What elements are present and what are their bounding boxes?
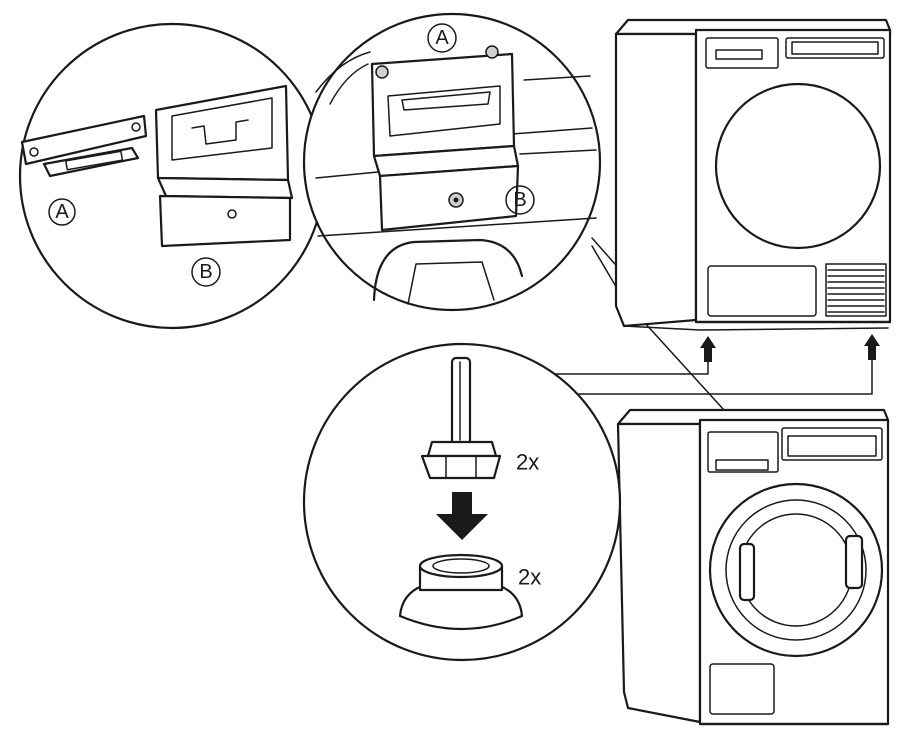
washing-machine [616, 408, 890, 726]
dryer-appliance [614, 18, 892, 331]
cup-quantity: 2x [518, 565, 541, 590]
mounted-bracket [370, 45, 520, 232]
bracket-detail-circle: A B [18, 22, 326, 330]
down-arrow-icon [436, 492, 488, 540]
foot-quantity: 2x [516, 450, 539, 475]
adjustable-foot [420, 356, 502, 480]
foot-detail-circle: 2x 2x [302, 342, 622, 662]
vent-grille [825, 263, 887, 317]
label-a-mounted: A [435, 27, 449, 49]
label-b-mounted: B [513, 189, 526, 211]
up-arrow-icon [700, 336, 716, 362]
label-b: B [199, 261, 212, 283]
up-arrow-icon [864, 334, 880, 360]
mounted-bracket-circle: A B [302, 12, 602, 312]
bracket-b [154, 84, 294, 248]
suction-cup-foot [398, 553, 524, 631]
bracket-a [20, 114, 148, 178]
label-a: A [55, 201, 69, 223]
